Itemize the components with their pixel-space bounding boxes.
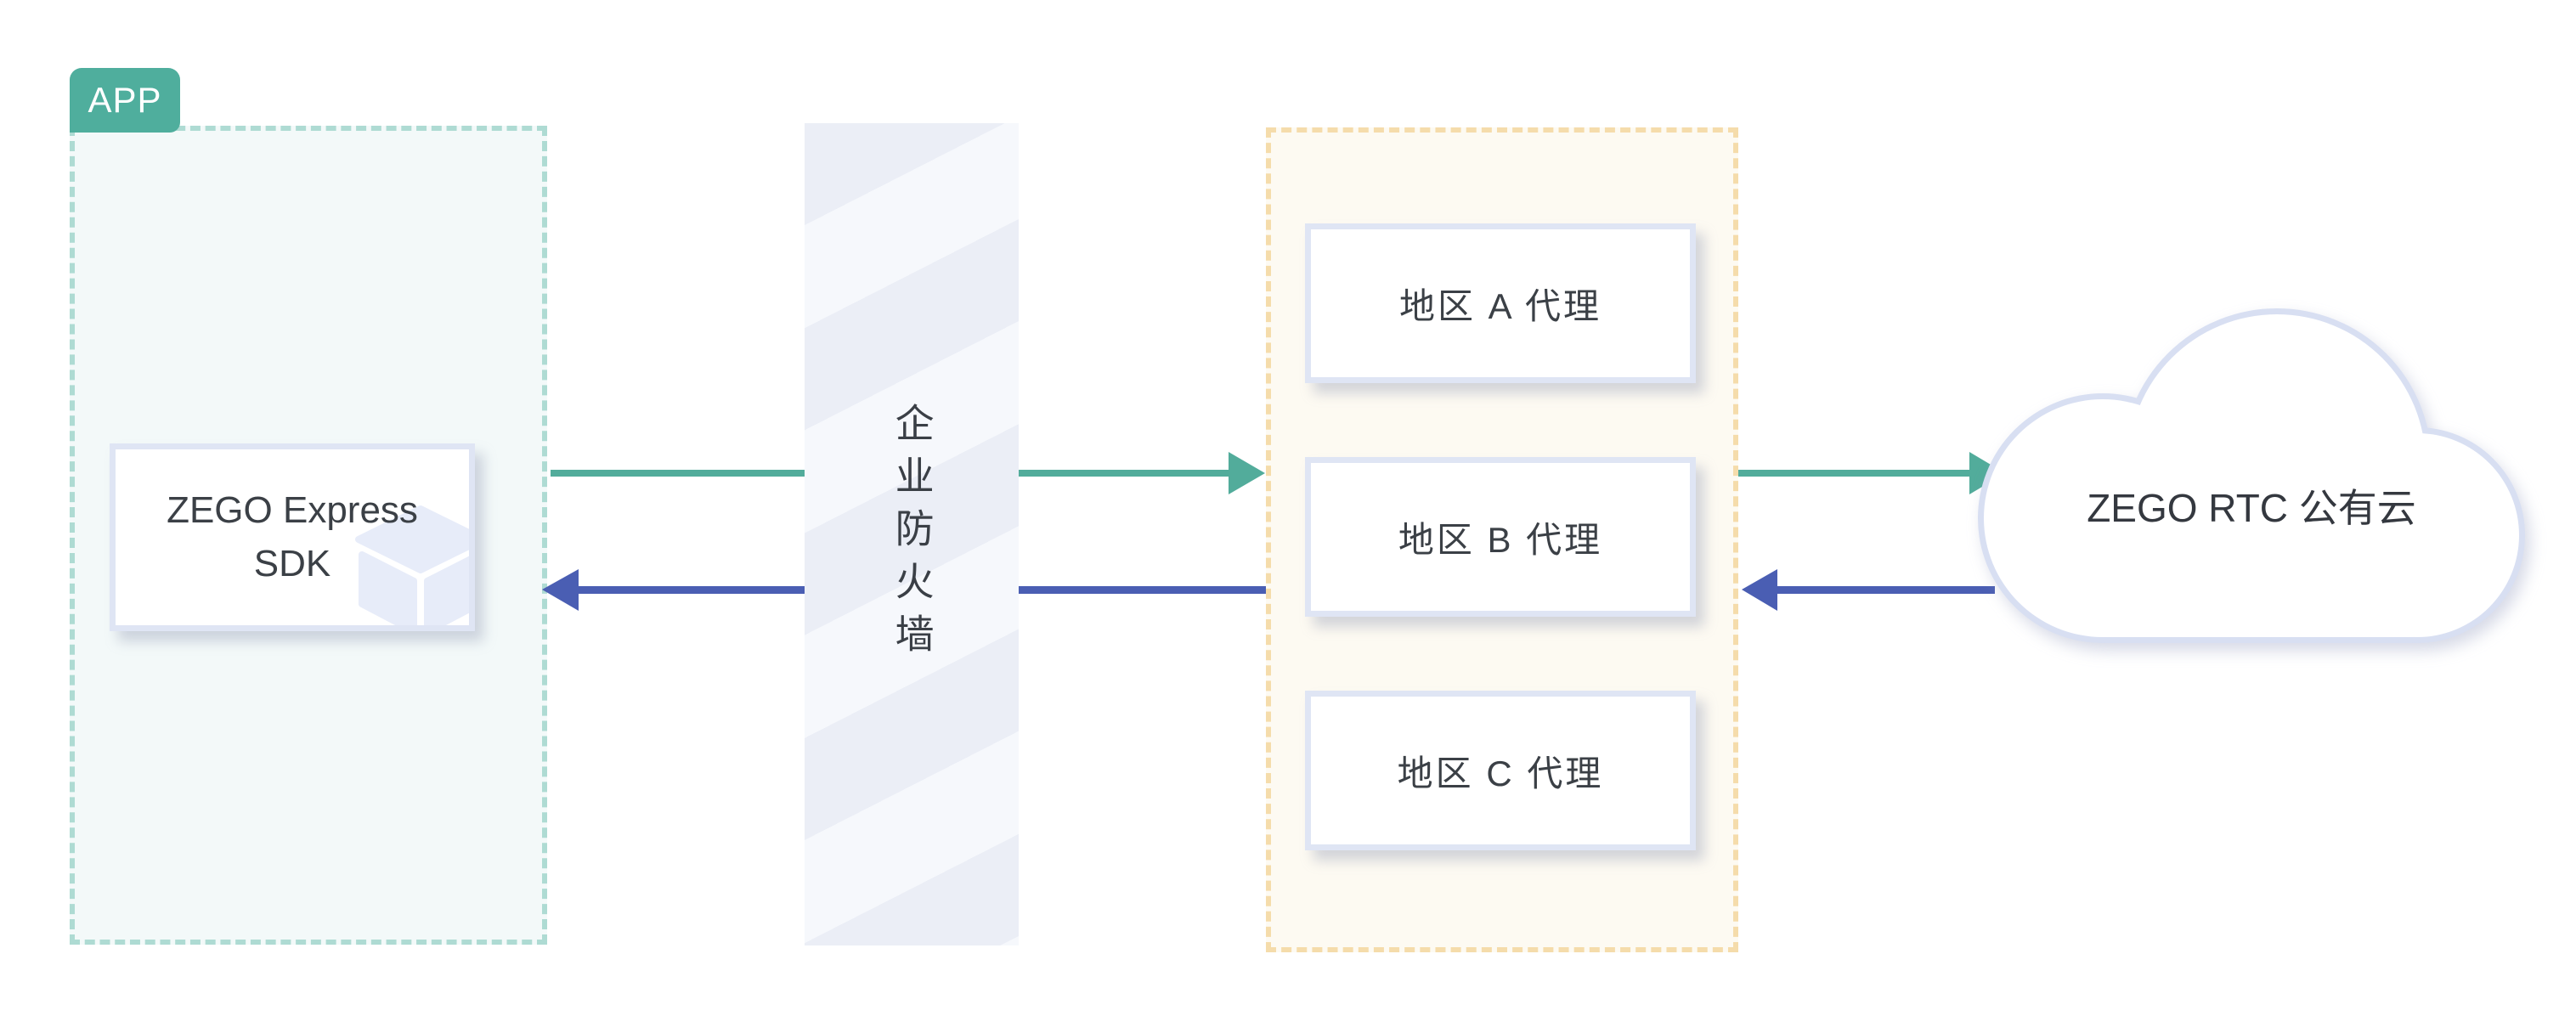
uplink-right-line <box>1738 470 1971 477</box>
region-b-proxy-box: 地区 B 代理 <box>1305 457 1696 617</box>
region-a-proxy-box: 地区 A 代理 <box>1305 223 1696 383</box>
uplink-arrow-right-segment <box>1738 452 2005 494</box>
downlink-left-arrowhead-icon <box>542 569 579 611</box>
region-b-proxy-label: 地区 B 代理 <box>1398 519 1603 560</box>
region-c-proxy-box: 地区 C 代理 <box>1305 691 1696 850</box>
firewall-label: 企业防火墙 <box>890 403 935 666</box>
package-cube-icon <box>355 505 469 625</box>
firewall-bar: 企业防火墙 <box>805 123 1019 945</box>
uplink-left-arrowhead-icon <box>1229 452 1265 494</box>
downlink-right-arrowhead-icon <box>1742 569 1777 611</box>
cloud-label: ZEGO RTC 公有云 <box>2087 486 2416 530</box>
region-a-proxy-label: 地区 A 代理 <box>1398 285 1602 326</box>
sdk-label: ZEGO Express SDK <box>167 484 418 590</box>
sdk-label-line1: ZEGO Express <box>167 489 418 532</box>
region-c-proxy-label: 地区 C 代理 <box>1397 753 1604 793</box>
zego-express-sdk-box: ZEGO Express SDK <box>110 443 475 631</box>
sdk-label-line2: SDK <box>253 542 331 584</box>
downlink-right-line <box>1776 586 1995 594</box>
app-tag: APP <box>70 68 180 133</box>
app-tag-label: APP <box>88 80 162 120</box>
downlink-arrow-right-segment <box>1742 569 1995 611</box>
cloud-shape <box>1978 308 2525 643</box>
